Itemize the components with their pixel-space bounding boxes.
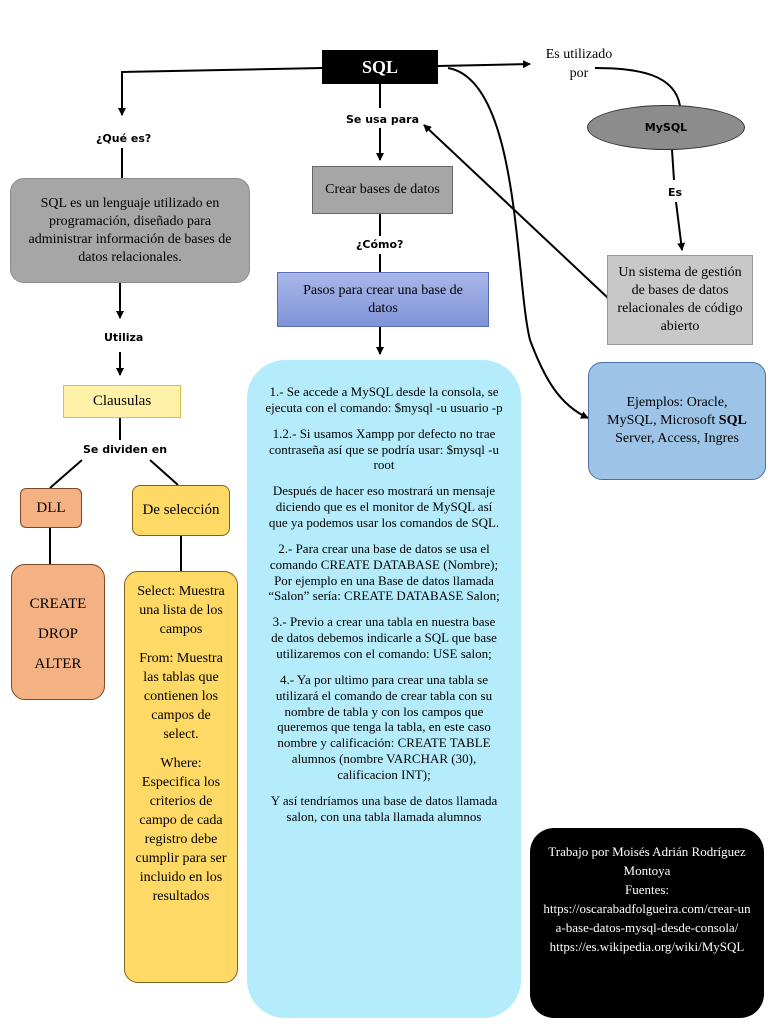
sql-title: SQL — [361, 56, 399, 77]
ejemplos-post: Server, Access, Ingres — [615, 431, 739, 446]
sistema-text: Un sistema de gestión de bases de datos … — [617, 265, 743, 334]
line-mysql-es — [671, 149, 675, 181]
line-dividen-dll — [49, 459, 83, 489]
arrow-sql-utilizado — [437, 60, 531, 69]
clausulas-box: Clausulas — [63, 385, 181, 418]
seleccion-item-from: From: Muestra las tablas que contienen l… — [139, 651, 223, 742]
dll-list-box: CREATE DROP ALTER — [11, 564, 105, 700]
de-seleccion-box: De selección — [132, 485, 230, 536]
clausulas-text: Clausulas — [92, 393, 152, 409]
credits-fuentes: Fuentes: — [624, 882, 670, 897]
ejemplos-bold: SQL — [718, 413, 747, 428]
definition-box: SQL es un lenguaje utilizado en programa… — [10, 178, 250, 283]
mysql-text: MySQL — [644, 121, 688, 134]
definition-text: SQL es un lenguaje utilizado en programa… — [28, 195, 232, 265]
dll-item-alter: ALTER — [34, 656, 82, 672]
seleccion-item-select: Select: Muestra una lista de los campos — [137, 584, 225, 637]
ejemplos-text: Ejemplos: Oracle, MySQL, Microsoft SQL S… — [601, 394, 753, 448]
step-monitor: Después de hacer eso mostrará un mensaje… — [268, 483, 500, 531]
pasos-text: Pasos para crear una base de datos — [303, 282, 463, 316]
dll-item-create: CREATE — [29, 596, 87, 612]
label-se-dividen-en: Se dividen en — [83, 443, 168, 456]
label-por: por — [569, 66, 589, 81]
credits-link-2: https://es.wikipedia.org/wiki/MySQL — [549, 939, 745, 954]
seleccion-item-where: Where: Especifica los criterios de campo… — [135, 756, 227, 904]
label-como: ¿Cómo? — [356, 238, 404, 251]
crear-bases-box: Crear bases de datos — [312, 166, 453, 214]
step-2: 2.- Para crear una base de datos se usa … — [268, 540, 500, 604]
de-seleccion-text: De selección — [142, 502, 220, 518]
sql-title-box: SQL — [322, 50, 438, 84]
arrow-sql-que-es — [118, 67, 323, 116]
step-1-2: 1.2.- Si usamos Xampp por defecto no tra… — [269, 425, 499, 473]
seleccion-list-box: Select: Muestra una lista de los campos … — [124, 571, 238, 983]
label-utiliza: Utiliza — [104, 331, 144, 344]
step-final: Y así tendríamos una base de datos llama… — [270, 792, 498, 824]
dll-text: DLL — [36, 499, 66, 516]
credits-link-1: https://oscarabadfolgueira.com/crear-una… — [543, 901, 751, 935]
curve-sql-ejemplos — [447, 67, 589, 419]
pasos-box: Pasos para crear una base de datos — [277, 272, 489, 327]
arrow-es-sistema — [675, 201, 686, 251]
label-es: Es — [668, 186, 683, 199]
line-dividen-seleccion — [149, 459, 179, 486]
curve-por-mysql — [594, 67, 681, 107]
sistema-box: Un sistema de gestión de bases de datos … — [607, 255, 753, 345]
mysql-ellipse: MySQL — [587, 105, 745, 150]
steps-box: 1.- Se accede a MySQL desde la consola, … — [247, 360, 521, 1018]
arrow-sistema-se-usa — [423, 124, 609, 299]
step-3: 3.- Previo a crear una tabla en nuestra … — [271, 614, 497, 662]
label-se-usa-para: Se usa para — [346, 113, 419, 126]
dll-box: DLL — [20, 488, 82, 528]
credits-author: Trabajo por Moisés Adrián Rodríguez Mont… — [548, 844, 746, 878]
label-es-utilizado-por: Es utilizado por — [534, 45, 624, 83]
label-que-es: ¿Qué es? — [96, 132, 152, 145]
label-es-utilizado: Es utilizado — [545, 47, 613, 62]
crear-bases-text: Crear bases de datos — [325, 182, 440, 197]
credits-box: Trabajo por Moisés Adrián Rodríguez Mont… — [530, 828, 764, 1018]
ejemplos-pre: Ejemplos: Oracle, MySQL, Microsoft — [607, 395, 728, 428]
step-4: 4.- Ya por ultimo para crear una tabla s… — [275, 671, 493, 783]
dll-item-drop: DROP — [37, 626, 78, 642]
ejemplos-box: Ejemplos: Oracle, MySQL, Microsoft SQL S… — [588, 362, 766, 480]
step-1: 1.- Se accede a MySQL desde la consola, … — [265, 384, 503, 415]
